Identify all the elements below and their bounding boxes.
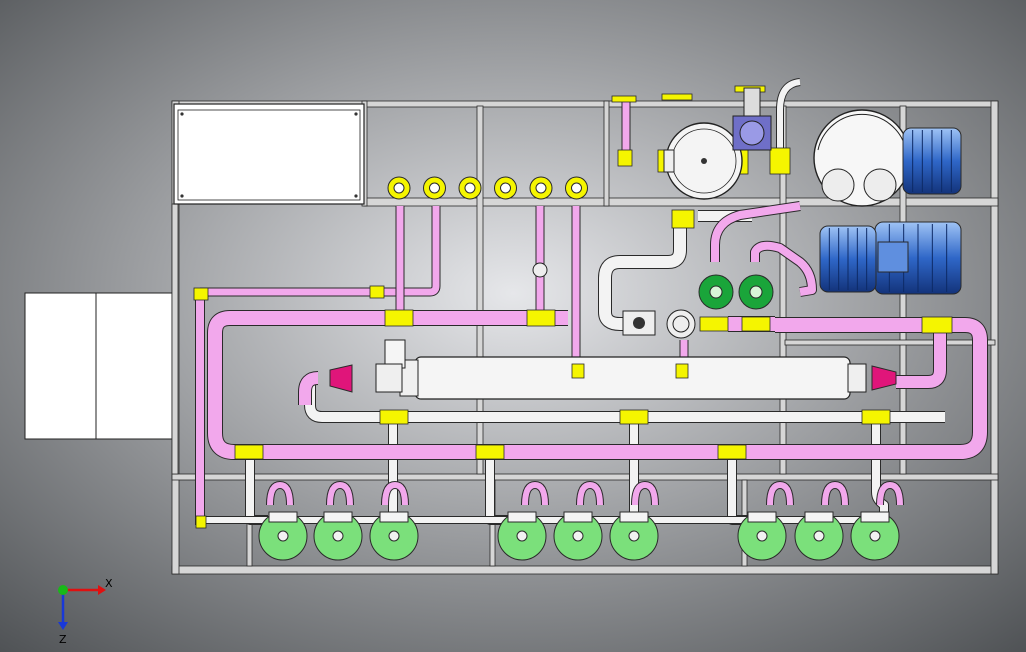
pipe-fitting: [369, 285, 385, 299]
pipe-fitting: [234, 444, 264, 460]
check-valve-hub: [749, 285, 763, 299]
pump-loop-pipe: [522, 481, 548, 506]
frame-lower-beam: [171, 473, 999, 481]
pump-shaft: [813, 530, 825, 542]
inlet-reducer: [329, 364, 353, 393]
inline-valves: [532, 262, 696, 339]
frame-beam: [171, 203, 179, 475]
pipe-fitting: [611, 95, 637, 103]
pump-outlet: [563, 511, 593, 523]
filter-tank: [663, 122, 743, 200]
pipe: [777, 79, 801, 160]
pipe: [751, 241, 816, 296]
frame-mid-beam: [606, 197, 999, 207]
pipe-fitting: [675, 363, 689, 379]
pipe-fitting: [861, 409, 891, 425]
pump-loop-pipe: [767, 481, 793, 506]
pump-outlet: [268, 511, 298, 523]
circulation-pumps: [258, 511, 900, 561]
frame-bottom-beam: [171, 565, 999, 575]
pump-outlet: [323, 511, 353, 523]
pipe-fitting: [475, 444, 505, 460]
pipe-fitting: [619, 409, 649, 425]
pump-shaft: [277, 530, 289, 542]
check-valve-hub: [709, 285, 723, 299]
pipe-fitting: [195, 515, 207, 529]
flange-bore: [429, 182, 440, 194]
pump-loop-pipe: [267, 481, 293, 506]
flange-bore: [464, 182, 476, 194]
pipe-fitting: [699, 316, 729, 332]
pipe: [200, 206, 440, 296]
pump-outlet: [507, 511, 537, 523]
pipe-fitting: [717, 444, 747, 460]
pipe-fitting: [769, 147, 791, 175]
pump-shaft: [388, 530, 400, 542]
pipe-fitting: [384, 309, 414, 327]
outlet-reducer: [871, 365, 897, 391]
electric-motors: [819, 127, 962, 295]
pump-outlet: [379, 511, 409, 523]
electrical-cabinet: [173, 103, 365, 205]
coordinate-triad: X Z: [58, 577, 113, 646]
pump-shaft: [756, 530, 768, 542]
pump-outlet: [860, 511, 890, 523]
frame-beam: [603, 100, 610, 207]
manifold-flanges: [387, 176, 588, 200]
flange-bore: [571, 182, 582, 194]
three-way-valve: [732, 87, 772, 151]
pump-loop-pipe: [822, 481, 848, 506]
heat-exchanger: [375, 339, 867, 400]
main-loop-pipe: [208, 311, 987, 459]
pump-shaft: [628, 530, 640, 542]
pump-shaft: [516, 530, 528, 542]
pump-loop-pipe: [877, 481, 903, 506]
pipe-fitting: [617, 149, 633, 167]
frame-beam: [784, 339, 996, 346]
pump-loop-pipe: [577, 481, 603, 506]
pipe-fitting: [921, 316, 953, 334]
pump-shaft: [332, 530, 344, 542]
frame-right-post: [990, 100, 999, 575]
pump-shaft: [869, 530, 881, 542]
main-pump-casing: [813, 109, 911, 207]
pipe-fitting: [379, 409, 409, 425]
side-control-box: [24, 292, 173, 440]
pipe-fitting: [193, 287, 209, 301]
pipe: [711, 202, 801, 262]
check-valves: [698, 274, 774, 310]
pump-shaft: [572, 530, 584, 542]
x-axis-label: X: [105, 577, 113, 590]
pipe-fitting: [671, 209, 695, 229]
pipe-fitting: [526, 309, 556, 327]
pipe: [896, 325, 946, 388]
terminal-box: [877, 241, 909, 273]
pipe-fitting: [571, 363, 585, 379]
pipe-fitting: [661, 93, 693, 101]
suction-pipe: [599, 216, 686, 330]
pipe-fitting: [741, 316, 771, 332]
pump-loop-pipe: [327, 481, 353, 506]
pump-loop-pipe: [382, 481, 408, 506]
pump-outlet: [747, 511, 777, 523]
pipe: [299, 372, 319, 405]
pump-loop-pipe: [632, 481, 658, 506]
flange-bore: [535, 182, 547, 194]
pipe-reducers: [329, 364, 897, 393]
frame-beam: [476, 105, 484, 475]
pump-outlet: [619, 511, 649, 523]
pump-outlet: [804, 511, 834, 523]
flange-bore: [393, 182, 405, 194]
return-header: [305, 378, 945, 422]
flange-bore: [500, 182, 511, 194]
z-axis-label: Z: [59, 633, 67, 646]
yellow-fittings: [193, 85, 953, 529]
